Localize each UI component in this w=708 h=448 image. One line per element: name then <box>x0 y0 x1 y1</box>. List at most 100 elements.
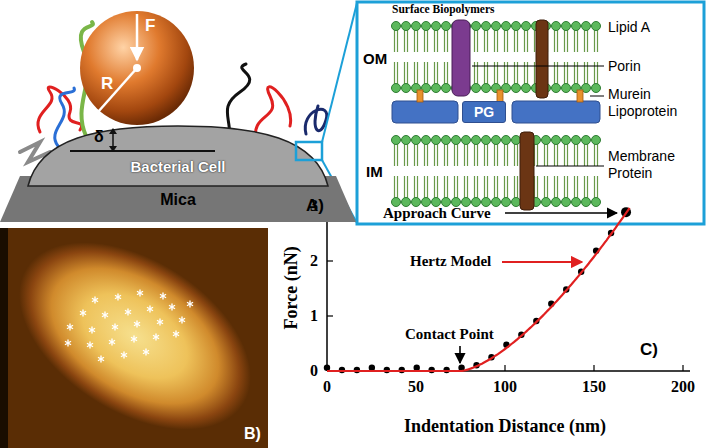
lipid-head <box>412 22 421 31</box>
lipid-head <box>502 22 511 31</box>
lipid-tail <box>514 144 515 166</box>
lipid-tail <box>497 176 498 198</box>
lipid-tail <box>407 144 408 166</box>
lipid-tail <box>527 62 528 84</box>
lipid-tail <box>524 62 525 84</box>
lipid-head <box>432 136 441 145</box>
lipid-tail <box>417 176 418 198</box>
lipid-tail <box>594 176 595 198</box>
lipid-head <box>392 84 401 93</box>
lipid-tail <box>447 144 448 166</box>
lipid-tail <box>517 176 518 198</box>
lipid-head <box>552 198 561 207</box>
lipid-tail <box>574 30 575 52</box>
cell-body <box>28 126 328 186</box>
lipid-tail <box>497 30 498 52</box>
asterisk-mark <box>112 324 118 331</box>
cell-envelope <box>392 20 601 210</box>
lipid-tail <box>407 30 408 52</box>
lipid-tail <box>404 30 405 52</box>
tick-label: 0 <box>302 377 352 396</box>
lipid-tail <box>454 144 455 166</box>
lipid-tail <box>504 62 505 84</box>
lipid-tail <box>404 144 405 166</box>
lipid-tail <box>507 176 508 198</box>
asterisk-mark <box>109 339 115 346</box>
lipid-head <box>512 136 521 145</box>
lipid-tail <box>554 144 555 166</box>
force-curve <box>324 207 631 373</box>
tick-label: 0 <box>288 361 318 380</box>
lipid-tail <box>587 62 588 84</box>
lipid-tail <box>487 30 488 52</box>
lipid-tail <box>477 62 478 84</box>
asterisk-mark <box>131 336 137 343</box>
indentation-line <box>70 150 215 152</box>
lipid-tail <box>547 176 548 198</box>
lipid-tail <box>574 144 575 166</box>
lipid-tail <box>434 62 435 84</box>
asterisk-mark <box>92 297 98 304</box>
node-text: Bacterial Cell <box>130 158 225 176</box>
membrane-protein <box>520 132 534 210</box>
lipid-tail <box>557 176 558 198</box>
lipid-tail <box>534 30 535 52</box>
lipid-tail <box>437 62 438 84</box>
lipid-head <box>442 22 451 31</box>
lipid-tail <box>477 144 478 166</box>
lipid-tail <box>487 144 488 166</box>
axis-ticks <box>327 206 683 371</box>
lipid-tail <box>444 176 445 198</box>
asterisk-mark <box>169 304 175 311</box>
lipid-tail <box>447 176 448 198</box>
asterisk-mark <box>173 331 179 338</box>
lipid-tail <box>407 62 408 84</box>
lipid-tail <box>474 144 475 166</box>
lipid-head <box>472 136 481 145</box>
lipid-tail <box>507 30 508 52</box>
lipid-tail <box>514 62 515 84</box>
lipid-tail <box>564 144 565 166</box>
lipid-tail <box>597 62 598 84</box>
measurement-points <box>65 290 193 363</box>
structure-label: Murein Lipoprotein <box>608 86 703 120</box>
afm-cell-image <box>0 204 284 448</box>
structure-label: Porin <box>608 58 641 75</box>
lipid-tail <box>457 144 458 166</box>
lipid-tail <box>597 176 598 198</box>
lipid-head <box>552 84 561 93</box>
lipid-tail <box>504 144 505 166</box>
node-text: Mica <box>160 190 196 209</box>
lipid-head <box>572 22 581 31</box>
lipid-head <box>592 136 601 145</box>
asterisk-mark <box>179 317 185 324</box>
afm-image-edge <box>0 228 8 448</box>
lipid-head <box>512 198 521 207</box>
lipid-head <box>402 136 411 145</box>
lipid-head <box>482 84 491 93</box>
lipid-tail <box>514 176 515 198</box>
indentation-arrowhead <box>109 128 117 134</box>
lipid-tail <box>584 176 585 198</box>
asterisk-mark <box>134 321 140 328</box>
axis-title: Indentation Distance (nm) <box>375 416 635 438</box>
structure-label: Lipid A <box>608 19 650 36</box>
lipid-tail <box>397 176 398 198</box>
lipid-tail <box>484 30 485 52</box>
lipid-tail <box>597 30 598 52</box>
cell-outline <box>28 120 328 186</box>
lipid-tail <box>594 62 595 84</box>
outer-membrane-protein <box>536 20 548 98</box>
lipid-head <box>592 198 601 207</box>
lipid-tail <box>494 176 495 198</box>
lipid-tail <box>427 144 428 166</box>
lipid-tail <box>594 30 595 52</box>
structure-label: Membrane Protein <box>608 148 703 182</box>
lipid-head <box>422 136 431 145</box>
lipid-tail <box>527 30 528 52</box>
lipid-tail <box>554 62 555 84</box>
lipid-tail <box>504 30 505 52</box>
lipid-tail <box>574 62 575 84</box>
lipid-tail <box>587 30 588 52</box>
lipid-tail <box>544 176 545 198</box>
